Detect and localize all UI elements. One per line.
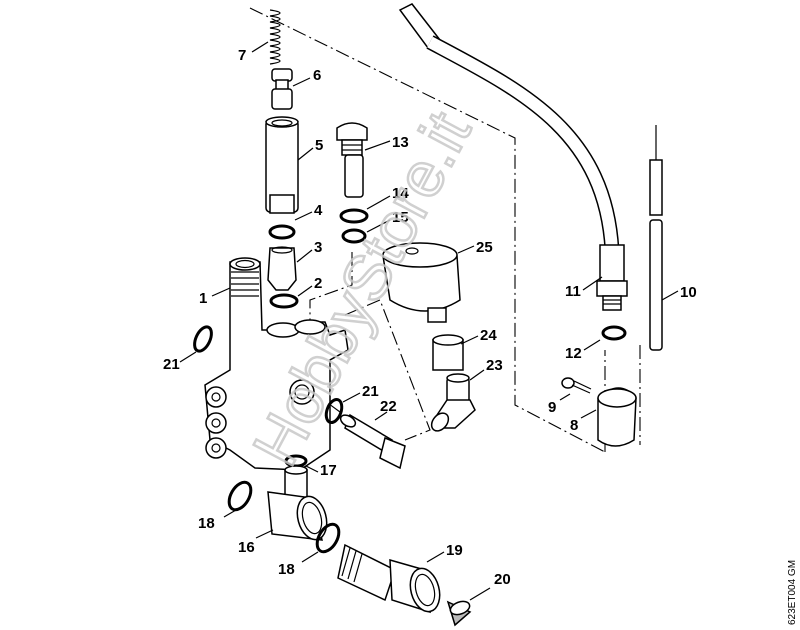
drawing-code: 623ET004 GM (787, 560, 798, 625)
o-ring-part-4 (268, 224, 296, 240)
label-part-5: 5 (315, 137, 323, 154)
label-part-21-right: 21 (362, 383, 379, 400)
o-ring-part-2 (269, 293, 299, 309)
label-part-19: 19 (446, 542, 463, 559)
plug-screw-part-13 (336, 122, 368, 198)
o-ring-part-18-left (227, 480, 253, 512)
o-ring-part-21-right (324, 397, 344, 425)
label-part-2: 2 (314, 275, 322, 292)
pipe-part-11 (398, 3, 628, 311)
label-part-4: 4 (314, 202, 323, 219)
label-part-10: 10 (680, 284, 697, 301)
sleeve-part-5 (265, 116, 299, 214)
screw-part-9 (561, 377, 592, 394)
label-part-8: 8 (570, 417, 578, 434)
label-part-20: 20 (494, 571, 511, 588)
label-part-12: 12 (565, 345, 582, 362)
label-part-18-left: 18 (198, 515, 215, 532)
assembly-line-main (249, 7, 606, 453)
label-part-6: 6 (313, 67, 321, 84)
label-part-22: 22 (380, 398, 397, 415)
label-part-18-right: 18 (278, 561, 295, 578)
o-ring-part-18-right (315, 522, 341, 554)
hollow-screw-part-19 (337, 543, 441, 614)
o-ring-part-15 (341, 228, 367, 244)
assembly-line-plug (309, 252, 353, 330)
label-part-1: 1 (199, 290, 207, 307)
piston-part-6 (271, 68, 293, 110)
strainer-part-20 (446, 600, 472, 627)
rod-part-10 (649, 125, 663, 351)
label-part-7: 7 (238, 47, 246, 64)
label-part-17: 17 (320, 462, 337, 479)
union-nut-part-24 (432, 334, 464, 371)
elbow-part-23 (430, 373, 476, 432)
label-part-11: 11 (565, 283, 581, 300)
label-part-15: 15 (392, 209, 409, 226)
label-part-3: 3 (314, 239, 322, 256)
accumulator-part-25 (382, 242, 461, 323)
label-part-16: 16 (238, 539, 255, 556)
label-part-25: 25 (476, 239, 493, 256)
o-ring-part-21-left (193, 325, 213, 353)
banjo-bolt-part-22 (339, 413, 406, 470)
label-part-14: 14 (392, 185, 409, 202)
leader-lines (179, 41, 679, 601)
valve-seat-part-3 (267, 246, 297, 291)
part-labels: 7 6 5 4 3 2 1 21 13 14 15 25 24 23 21 22… (163, 47, 697, 588)
connector-part-16 (267, 465, 328, 541)
assembly-line-accumulator (344, 299, 431, 441)
label-part-24: 24 (480, 327, 497, 344)
o-ring-part-14 (339, 208, 369, 224)
label-part-9: 9 (548, 399, 556, 416)
spring-part-7 (269, 9, 281, 65)
spring-coil (269, 9, 281, 65)
label-part-13: 13 (392, 134, 409, 151)
label-part-23: 23 (486, 357, 503, 374)
holder-part-8 (597, 387, 637, 447)
manifold-part-1 (204, 257, 349, 471)
o-ring-part-12 (601, 325, 627, 341)
label-part-21-left: 21 (163, 356, 180, 373)
